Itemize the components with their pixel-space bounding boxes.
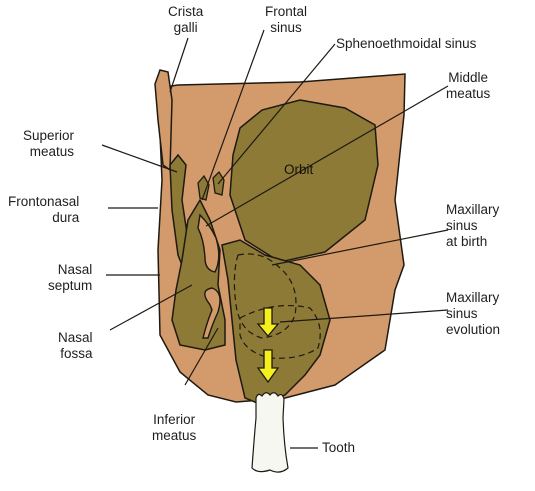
label-inferior-meatus: Inferior meatus [152,412,197,443]
leader-maxillary-birth [271,229,449,266]
leader-superior-meatus [101,144,178,173]
label-frontal-sinus: Frontal sinus [265,4,308,35]
label-nasal-fossa: Nasal fossa [58,330,93,361]
downward-arrow-icon [256,307,280,338]
crista-galli-shape [154,69,173,172]
label-maxillary-sinus-at-birth: Maxillary sinus at birth [446,202,500,249]
frontal-sinus-shape [197,174,210,201]
leader-maxillary-evolution [279,309,449,323]
leader-sphenoethmoidal-sinus [217,43,336,185]
label-nasal-septum: Nasal septum [48,262,93,293]
label-sphenoethmoidal-sinus: Sphenoethmoidal sinus [336,36,477,51]
leader-inferior-meatus [184,327,219,386]
label-superior-meatus: Superior meatus [23,128,75,159]
leader-lines [101,29,449,449]
inferior-turbinate-shape [202,287,221,339]
leader-frontal-sinus [201,29,265,201]
maxillary-sinus-shape [221,239,331,406]
label-orbit: Orbit [284,162,314,177]
label-maxillary-sinus-evolution: Maxillary sinus evolution [446,290,501,337]
leader-crista-galli [169,37,189,93]
label-tooth: Tooth [322,440,356,455]
label-frontonasal-dura: Frontonasal dura [8,194,80,225]
middle-turbinate-shape [197,213,220,273]
maxillary-sinus-evolution-outline [239,304,321,359]
label-middle-meatus: Middle meatus [446,70,491,101]
leader-nasal-fossa [109,284,193,331]
downward-arrow-icon [256,349,280,384]
tooth-shape [251,392,289,473]
leader-middle-meatus [205,85,449,227]
orbit-region [229,99,379,263]
maxillary-sinus-birth-outline [233,253,297,339]
label-crista-galli: Crista galli [168,4,204,35]
